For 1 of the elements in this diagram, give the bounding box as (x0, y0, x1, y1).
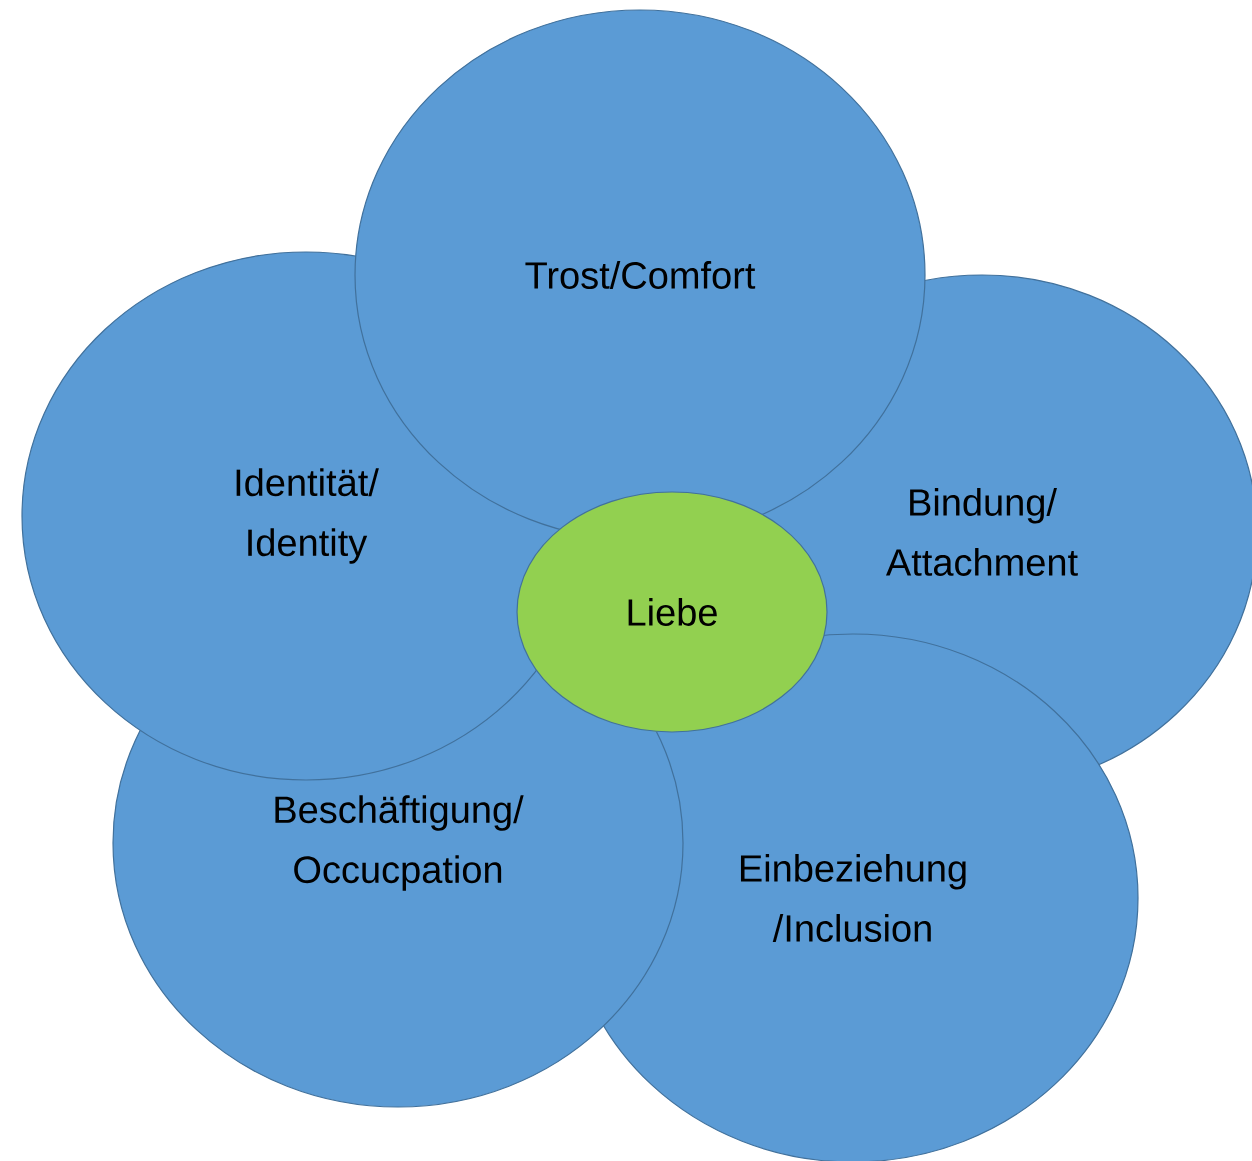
node-label: Einbeziehung /Inclusion (740, 854, 966, 942)
